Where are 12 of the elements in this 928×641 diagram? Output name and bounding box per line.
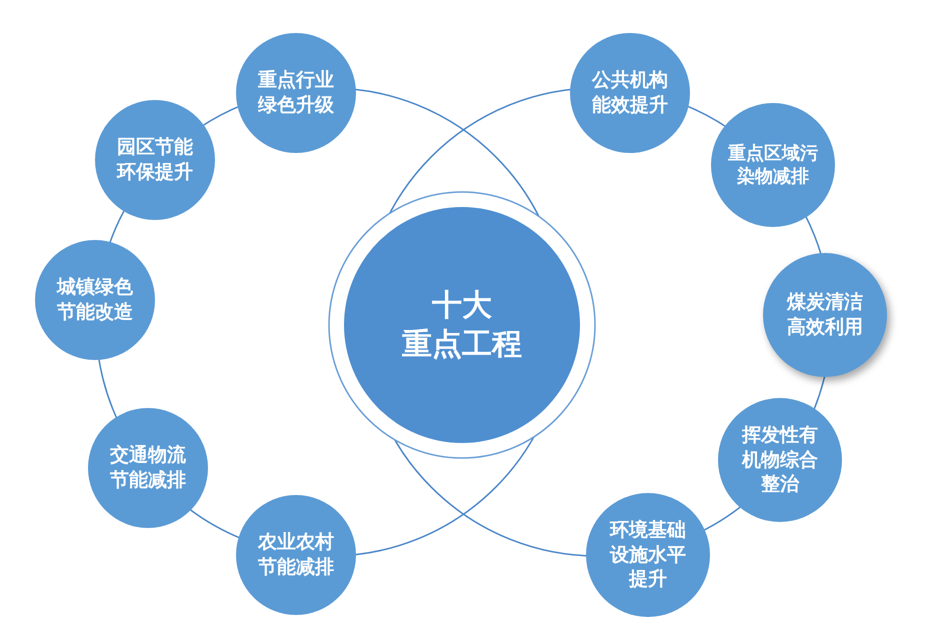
topic-label: 农业农村节能减排 xyxy=(256,530,335,580)
topic-label: 园区节能环保提升 xyxy=(116,135,194,185)
topic-label: 煤炭清洁高效利用 xyxy=(786,290,864,340)
topic-label: 城镇绿色节能改造 xyxy=(56,275,134,325)
topic-label: 公共机构能效提升 xyxy=(590,68,669,118)
topic-label: 交通物流节能减排 xyxy=(109,443,187,493)
topic-label: 环境基础设施水平提升 xyxy=(608,518,687,592)
topic-label: 重点区域污染物减排 xyxy=(727,142,819,188)
center-title: 重点工程 xyxy=(401,326,523,364)
topic-label: 重点行业绿色升级 xyxy=(256,68,335,118)
center-title: 十大 xyxy=(431,287,493,325)
topic-label: 挥发性有机物综合整治 xyxy=(740,422,819,498)
